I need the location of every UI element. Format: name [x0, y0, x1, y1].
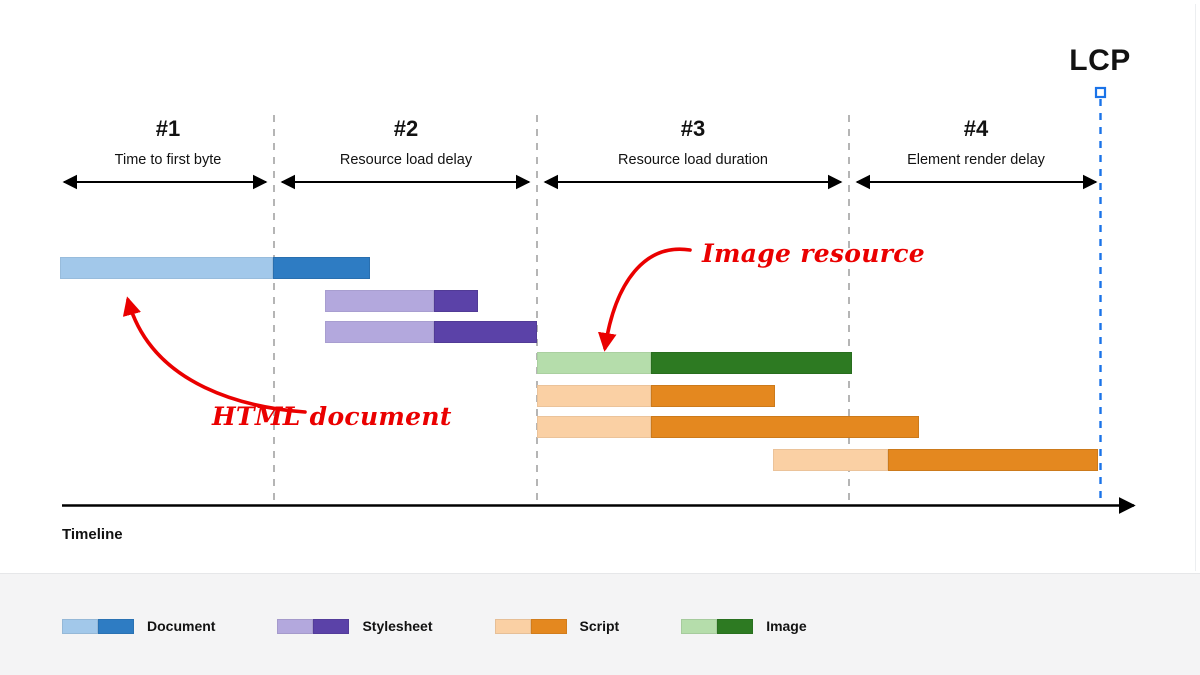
- script-bar-3: [773, 449, 1098, 471]
- timeline-axis-label: Timeline: [62, 526, 123, 543]
- image-resource-arrow: [597, 247, 692, 352]
- document-bar-transfer-segment: [273, 257, 370, 279]
- image-bar-transfer-segment: [651, 352, 852, 374]
- image-bar: [537, 352, 852, 374]
- legend-label-stylesheet: Stylesheet: [362, 618, 433, 634]
- phase-2-number: #2: [393, 116, 419, 141]
- document-bar: [60, 257, 370, 279]
- image-resource-annotation: Image resource: [702, 239, 925, 268]
- stylesheet-bar-1: [325, 290, 478, 312]
- script-bar-1-transfer-segment: [651, 385, 775, 407]
- script-bar-1-wait-segment: [537, 385, 651, 407]
- script-bar-1: [537, 385, 775, 407]
- stylesheet-bar-2: [325, 321, 537, 343]
- legend-item-script: Script: [494, 618, 620, 634]
- lcp-label: LCP: [1069, 44, 1131, 77]
- legend-label-script: Script: [579, 618, 620, 634]
- document-bar-wait-segment: [60, 257, 273, 279]
- legend-item-stylesheet: Stylesheet: [277, 618, 433, 634]
- phase-3-description: Resource load duration: [618, 152, 768, 168]
- legend-label-document: Document: [147, 618, 216, 634]
- phase-3-header: #3 Resource load duration: [553, 116, 833, 170]
- stylesheet-bar-1-transfer-segment: [434, 290, 478, 312]
- stylesheet-bar-2-transfer-segment: [434, 321, 537, 343]
- lcp-marker-line: [1094, 86, 1107, 505]
- legend-item-document: Document: [62, 618, 215, 634]
- phase-dividers: [273, 115, 850, 505]
- legend-swatch-stylesheet-icon: [277, 618, 350, 634]
- phase-2-description: Resource load delay: [339, 152, 473, 168]
- phase-4-description: Element render delay: [907, 152, 1045, 168]
- script-bar-3-transfer-segment: [888, 449, 1098, 471]
- script-bar-3-wait-segment: [773, 449, 888, 471]
- legend-swatch-document-icon: [62, 618, 134, 634]
- legend-items: Document Stylesheet Script Image: [62, 618, 869, 634]
- phase-4-header: #4 Element render delay: [866, 116, 1086, 170]
- stylesheet-bar-1-wait-segment: [325, 290, 434, 312]
- script-bar-2: [537, 416, 919, 438]
- phase-1-description: Time to first byte: [114, 152, 222, 168]
- image-bar-wait-segment: [537, 352, 651, 374]
- phase-4-number: #4: [963, 116, 989, 141]
- phase-1-header: #1 Time to first byte: [68, 116, 268, 170]
- phase-1-number: #1: [155, 116, 181, 141]
- script-bar-2-wait-segment: [537, 416, 651, 438]
- legend-swatch-script-icon: [494, 618, 567, 634]
- stylesheet-bar-2-wait-segment: [325, 321, 434, 343]
- legend-band: Document Stylesheet Script Image: [0, 573, 1200, 675]
- phase-3-number: #3: [680, 116, 706, 141]
- html-document-arrow: [122, 296, 307, 414]
- legend-swatch-image-icon: [681, 618, 754, 634]
- script-bar-2-transfer-segment: [651, 416, 919, 438]
- html-document-annotation: HTML document: [212, 402, 452, 431]
- phase-2-header: #2 Resource load delay: [286, 116, 526, 170]
- legend-item-image: Image: [681, 618, 807, 634]
- diagram-canvas: [4, 4, 1196, 571]
- legend-label-image: Image: [766, 618, 807, 634]
